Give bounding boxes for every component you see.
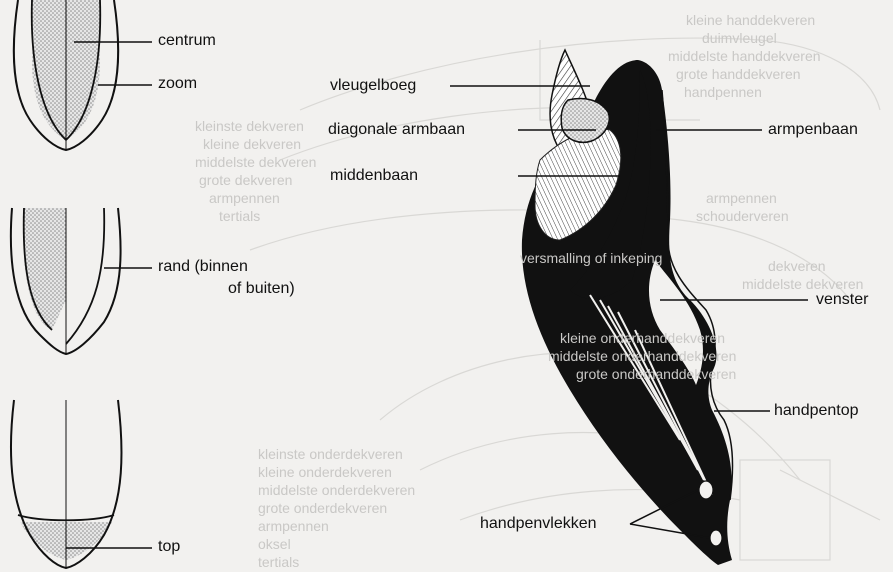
bg-label: grote dekveren bbox=[199, 172, 292, 188]
label-handpenvlekken: handpenvlekken bbox=[480, 515, 597, 533]
bg-label: armpennen bbox=[706, 190, 777, 206]
label-rand-line2: of buiten) bbox=[228, 280, 295, 298]
bg-label: middelste onderhanddekveren bbox=[548, 348, 736, 364]
bg-label: schouderveren bbox=[696, 208, 789, 224]
bg-label: versmalling of inkeping bbox=[520, 250, 662, 266]
bg-label: dekveren bbox=[768, 258, 826, 274]
feather-centrum-zoom bbox=[14, 0, 152, 150]
label-top: top bbox=[158, 538, 180, 556]
label-centrum: centrum bbox=[158, 32, 216, 50]
bg-label: middelste dekveren bbox=[195, 154, 316, 170]
bg-label: tertials bbox=[219, 208, 260, 224]
label-middenbaan: middenbaan bbox=[330, 167, 418, 185]
bg-label: armpennen bbox=[258, 518, 329, 534]
label-diagonale-armbaan: diagonale armbaan bbox=[328, 121, 465, 139]
bg-label: middelste dekveren bbox=[742, 276, 863, 292]
bg-label: middelste handdekveren bbox=[668, 48, 821, 64]
bg-label: grote onderdekveren bbox=[258, 500, 387, 516]
label-rand: rand (binnen bbox=[158, 258, 248, 276]
bg-label: kleine handdekveren bbox=[686, 12, 815, 28]
feather-top bbox=[11, 400, 152, 568]
label-armpenbaan: armpenbaan bbox=[768, 121, 858, 139]
bg-label: grote onderhanddekveren bbox=[576, 366, 736, 382]
bg-label: grote handdekveren bbox=[676, 66, 801, 82]
label-venster: venster bbox=[816, 291, 868, 309]
bg-label: kleine dekveren bbox=[203, 136, 301, 152]
feather-rand bbox=[11, 208, 152, 354]
bg-label: kleine onderhanddekveren bbox=[560, 330, 725, 346]
bg-label: kleinste dekveren bbox=[195, 118, 304, 134]
label-vleugelboeg: vleugelboeg bbox=[330, 77, 416, 95]
label-zoom: zoom bbox=[158, 75, 197, 93]
bg-label: oksel bbox=[258, 536, 291, 552]
bg-label: middelste onderdekveren bbox=[258, 482, 415, 498]
bg-label: handpennen bbox=[684, 84, 762, 100]
label-handpentop: handpentop bbox=[774, 402, 859, 420]
bg-label: kleine onderdekveren bbox=[258, 464, 392, 480]
bg-label: tertials bbox=[258, 554, 299, 570]
bg-label: armpennen bbox=[209, 190, 280, 206]
wing-silhouette bbox=[522, 50, 733, 565]
bg-label: duimvleugel bbox=[702, 30, 777, 46]
bg-label: kleinste onderdekveren bbox=[258, 446, 403, 462]
